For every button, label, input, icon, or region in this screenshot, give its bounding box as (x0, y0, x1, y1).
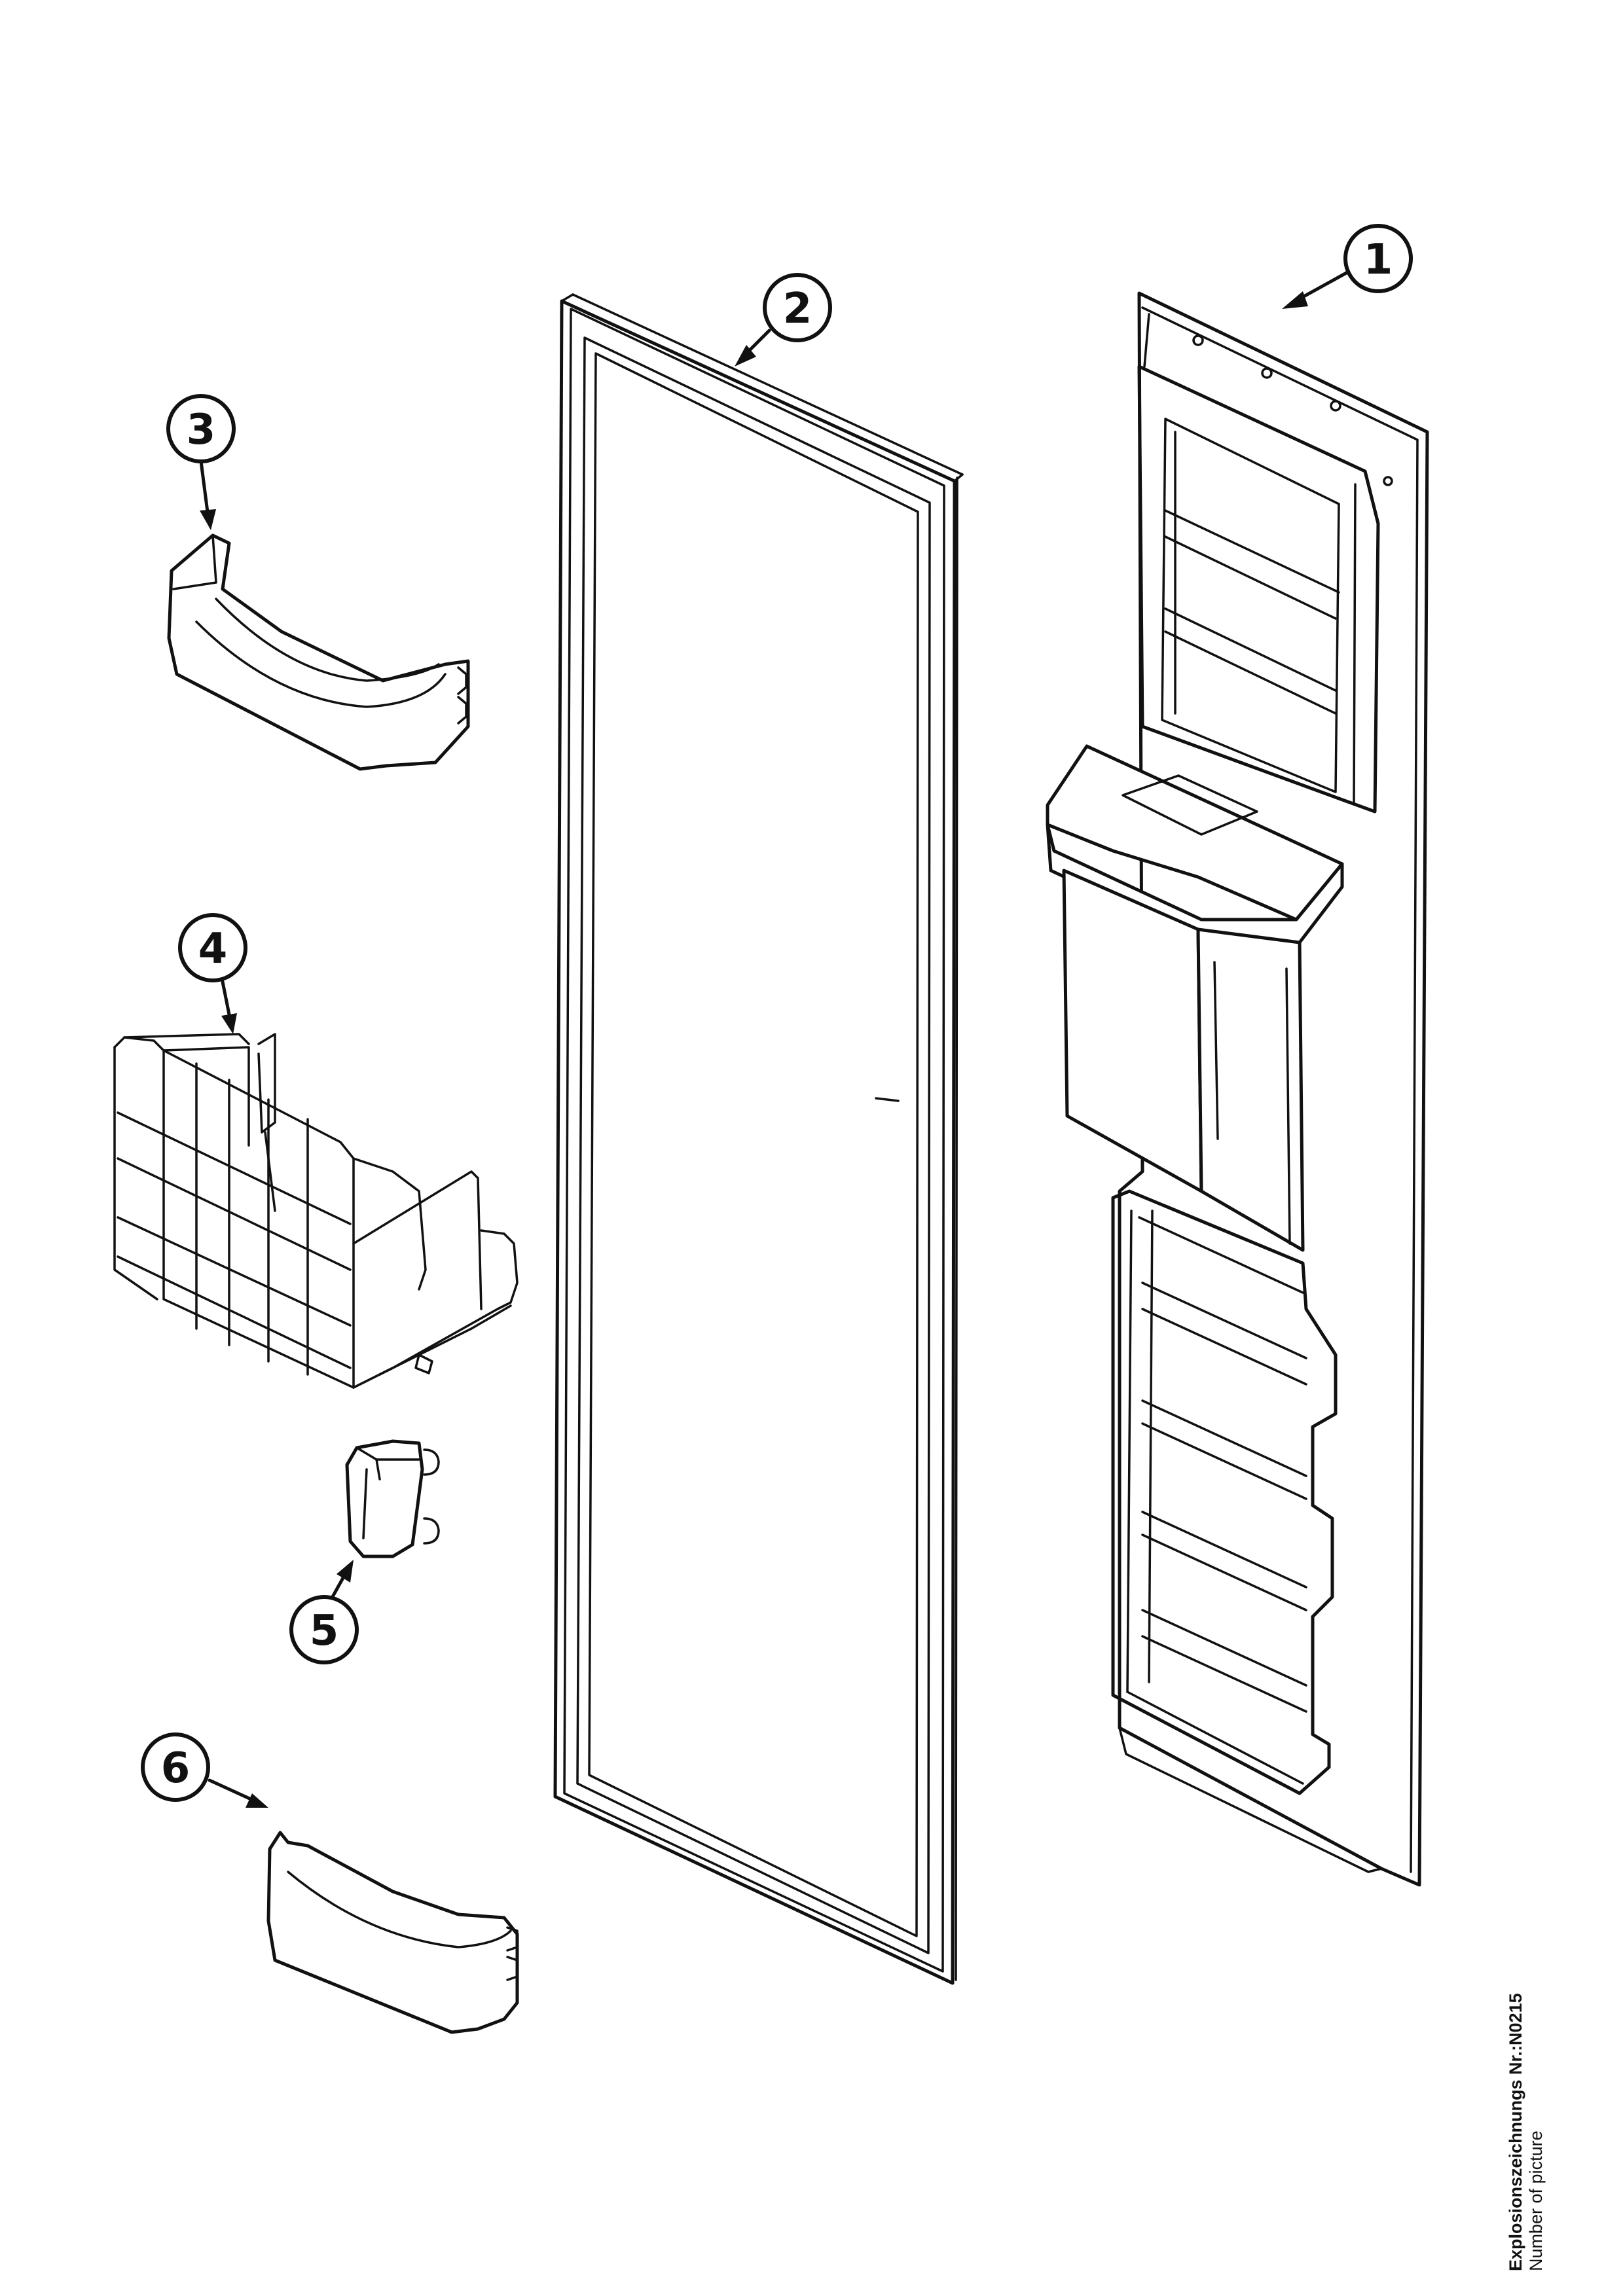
callout-6: 6 (141, 1732, 268, 1808)
part-1-door-liner (1046, 291, 1429, 1887)
part-6-bottom-bin (266, 1831, 519, 2034)
callout-label-4: 4 (198, 925, 228, 973)
part-5-hinge-cover (345, 1439, 440, 1558)
caption-drawing-number: Explosionszeichnungs Nr.:N0215 (1506, 1993, 1525, 2271)
callout-2: 2 (735, 273, 832, 367)
callout-label-6: 6 (161, 1744, 191, 1793)
callout-label-5: 5 (310, 1607, 339, 1655)
picture-number-caption: Explosionszeichnungs Nr.:N0215 Number of… (1506, 1993, 1546, 2271)
part-2-door-gasket (553, 293, 964, 1985)
callout-5: 5 (289, 1560, 359, 1664)
callout-1: 1 (1282, 224, 1413, 309)
callout-label-2: 2 (783, 285, 812, 333)
callout-label-3: 3 (187, 406, 216, 454)
callout-3: 3 (166, 394, 236, 530)
part-3-door-bin (167, 533, 470, 771)
callout-4: 4 (178, 913, 247, 1034)
caption-number-of-picture: Number of picture (1526, 2130, 1546, 2271)
part-4-wire-basket (113, 1033, 519, 1389)
callout-label-1: 1 (1364, 236, 1393, 284)
